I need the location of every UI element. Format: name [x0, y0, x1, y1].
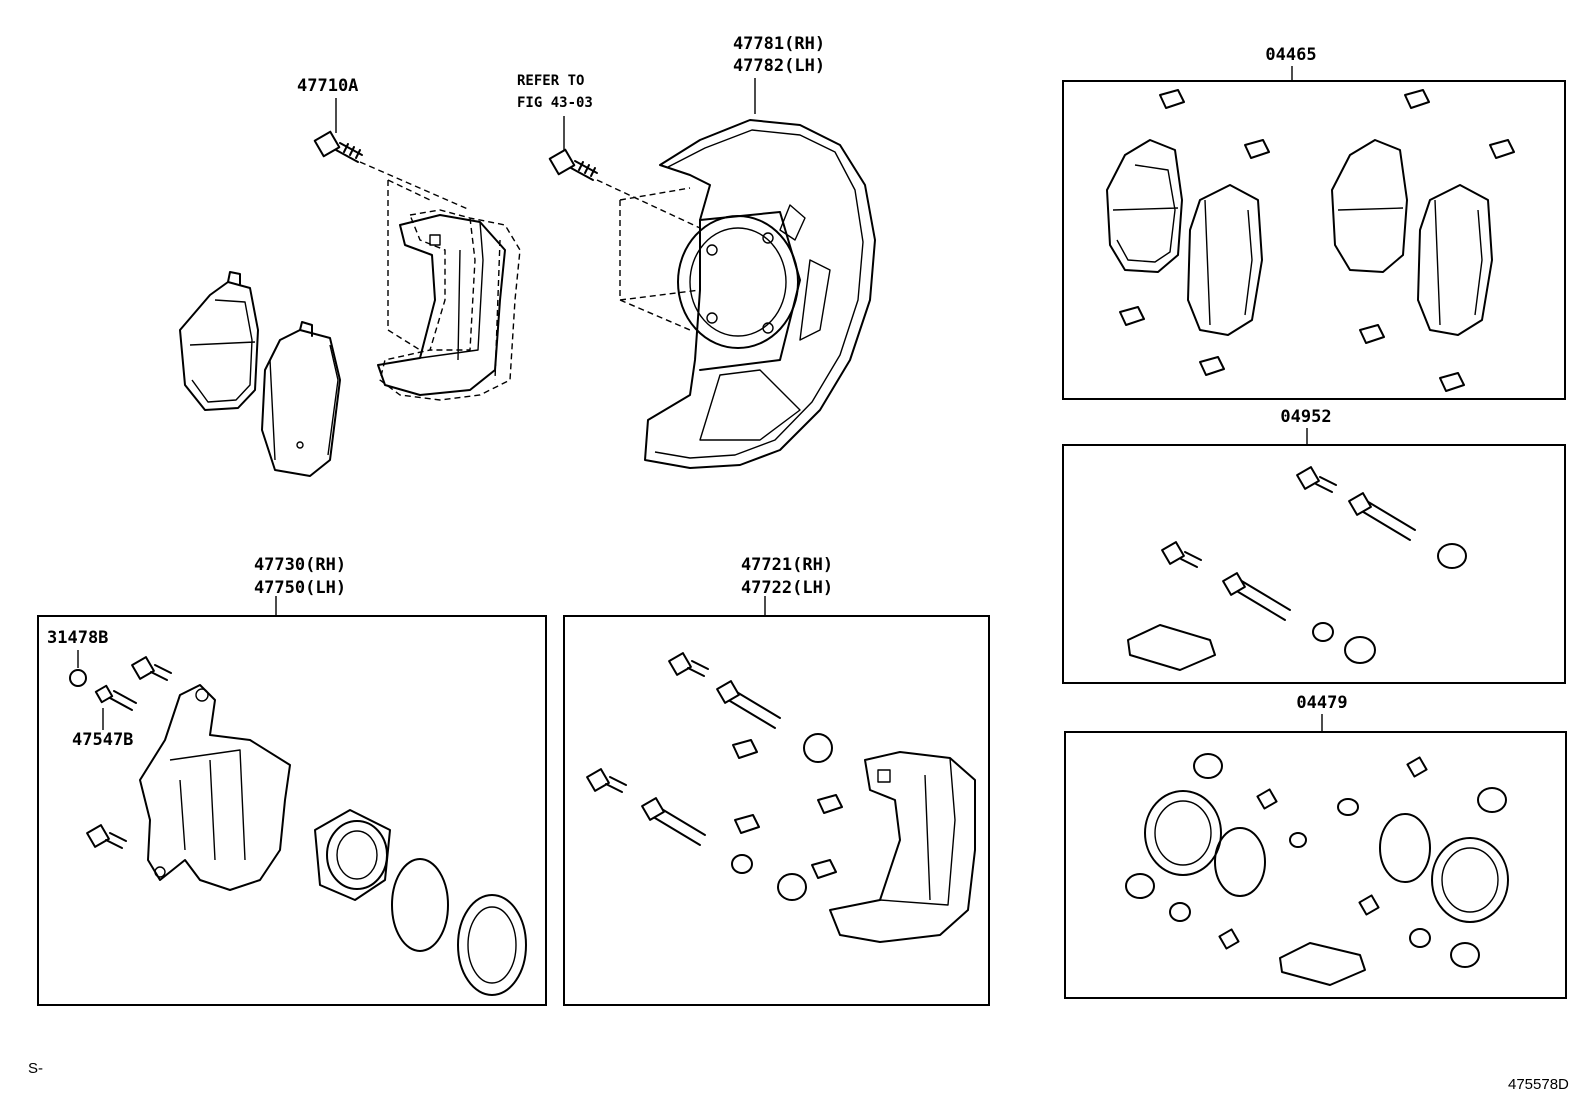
kit-box-04465: [1062, 80, 1566, 400]
figure-id: 475578D: [1508, 1076, 1569, 1093]
part-label-47782: 47782(LH): [732, 56, 826, 76]
brake-pads-icon: [179, 271, 341, 477]
part-label-47710a: 47710A: [297, 76, 359, 96]
bracket-ghost-icon: [379, 209, 521, 401]
kit-box-04479: [1064, 731, 1567, 999]
kit-04479-parts-icon: [1125, 753, 1509, 986]
part-label-47750: 47750(LH): [253, 578, 347, 598]
kit-box-04952: [1062, 444, 1566, 684]
dust-shield-icon: [644, 119, 876, 469]
kit-label-04465: 04465: [1265, 45, 1317, 65]
refer-line-2: FIG 43-03: [517, 95, 593, 111]
part-label-47722: 47722(LH): [740, 578, 834, 598]
kit-label-04952: 04952: [1280, 407, 1332, 427]
bolt-47710a-icon: [313, 130, 363, 163]
mounting-bracket-top-icon: [377, 214, 506, 396]
caliper-assembly-box: [37, 615, 547, 1006]
part-label-47781: 47781(RH): [732, 34, 826, 54]
part-label-47730: 47730(RH): [253, 555, 347, 575]
bolt-refer-icon: [548, 148, 598, 181]
kit-label-04479: 04479: [1296, 693, 1348, 713]
mounting-bracket-kit-icon: [586, 652, 976, 943]
kit-04465-pads-icon: [1106, 89, 1515, 392]
mounting-bracket-box: [563, 615, 990, 1006]
part-label-47721: 47721(RH): [740, 555, 834, 575]
footer-left-code: S-: [28, 1060, 43, 1077]
kit-04952-parts-icon: [1127, 466, 1467, 671]
part-label-47547b: 47547B: [72, 730, 134, 750]
part-label-31478b: 31478B: [47, 628, 109, 648]
refer-line-1: REFER TO: [517, 73, 585, 89]
caliper-assembly-icon: [69, 656, 527, 996]
